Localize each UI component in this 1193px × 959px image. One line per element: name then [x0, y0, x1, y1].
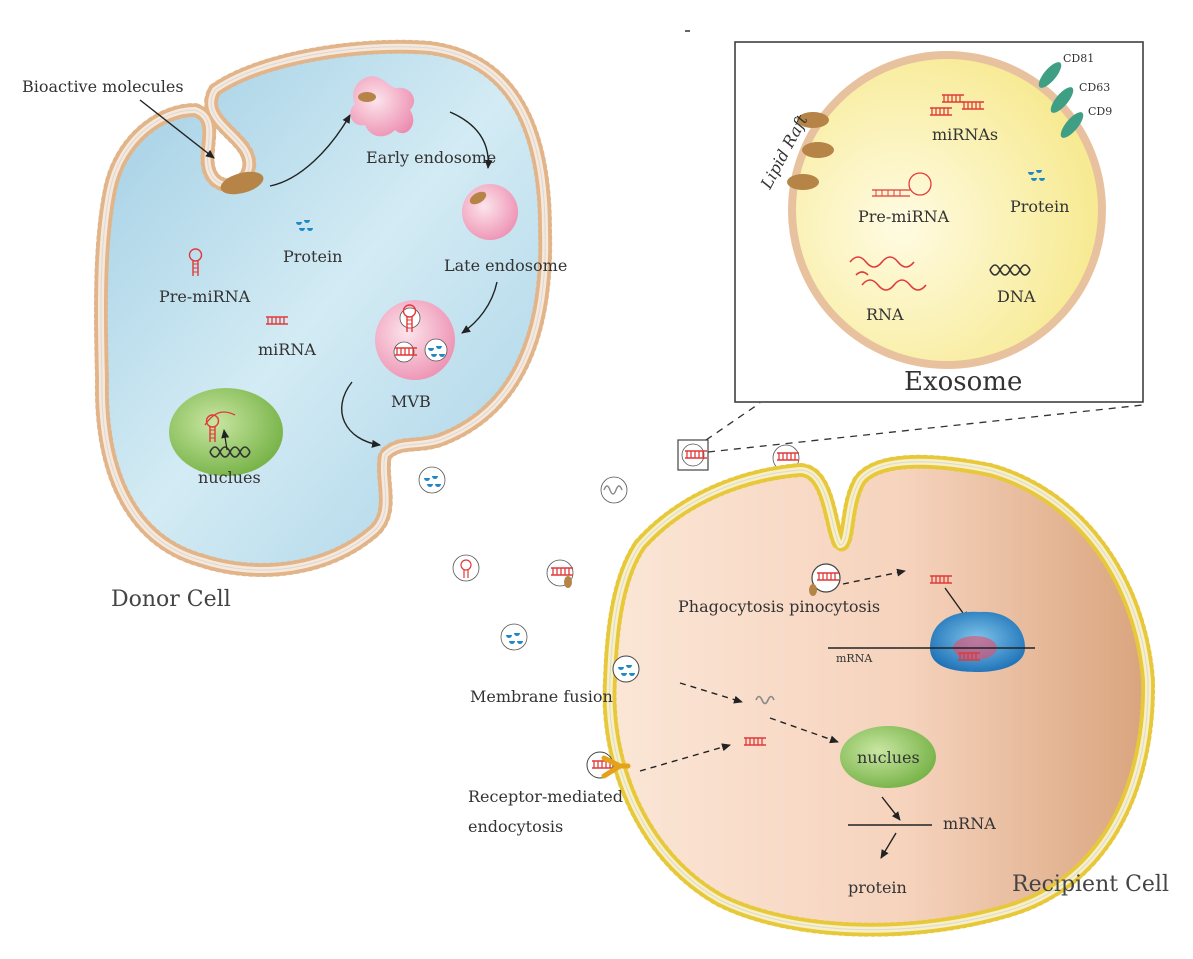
arrow-to-late-endosome [449, 111, 493, 169]
label-exo-protein: Protein [1010, 197, 1069, 216]
recipient-nucleus [840, 726, 936, 788]
donor-cell [93, 39, 553, 577]
title-recipient-cell: Recipient Cell [1012, 872, 1169, 897]
lipid-raft-icon [220, 171, 264, 195]
lipid-raft-icon [358, 92, 376, 102]
recipient-cell-membrane [602, 454, 1156, 937]
label-late-endosome: Late endosome [444, 256, 567, 275]
arrow-to-protein [880, 832, 897, 859]
arrow-to-membrane [341, 381, 381, 448]
arrow-to-mrna [881, 796, 901, 821]
lipid-raft-icon [787, 112, 834, 190]
zoom-leader-left [705, 402, 761, 441]
title-exosome: Exosome [904, 367, 1022, 397]
label-recipient-nucleus: nuclues [857, 748, 920, 767]
recipient-cell [602, 454, 1156, 937]
label-membrane-fusion: Membrane fusion [470, 687, 613, 706]
label-cd9: CD9 [1088, 105, 1112, 118]
label-mrna-top: mRNA [836, 652, 873, 665]
label-mvb: MVB [391, 392, 431, 411]
receptor-icon [601, 755, 631, 779]
label-donor-premirna: Pre-miRNA [159, 287, 251, 306]
vesicle-icon [612, 655, 640, 683]
exosome-body [788, 51, 1106, 369]
arrow-to-nucleus [769, 717, 839, 744]
label-exo-rna: RNA [866, 305, 904, 324]
arrow-bioactive [139, 99, 215, 159]
label-cd63: CD63 [1079, 81, 1110, 94]
tetraspanin-icons [1038, 62, 1084, 138]
rna-strand-icon [755, 695, 775, 705]
late-endosome [462, 184, 518, 240]
vesicle-icon [452, 554, 480, 582]
vesicle-icon [546, 559, 574, 588]
early-endosome [350, 76, 415, 137]
label-cd81: CD81 [1063, 52, 1094, 65]
label-phagocytosis: Phagocytosis pinocytosis [678, 597, 880, 616]
label-exo-premirna: Pre-miRNA [858, 207, 950, 226]
zoom-box [677, 439, 709, 471]
arrow-receptor [639, 743, 731, 772]
label-donor-protein: Protein [283, 247, 342, 266]
label-donor-nucleus: nuclues [198, 468, 261, 487]
label-bioactive-molecules: Bioactive molecules [22, 77, 184, 96]
label-early-endosome: Early endosome [366, 148, 496, 167]
label-exo-dna: DNA [997, 287, 1036, 306]
vesicle-icon [500, 623, 528, 651]
lipid-raft-icon [469, 191, 487, 205]
arrow-to-mvb [461, 281, 498, 334]
label-recipient-mrna: mRNA [943, 814, 996, 833]
mirna-hairpin-icon [872, 172, 932, 197]
vesicle-icon [600, 476, 628, 504]
arrow-to-early-endosome [269, 114, 351, 187]
donor-nucleus [169, 388, 283, 476]
vesicle-icon [811, 563, 841, 593]
label-donor-mirna: miRNA [258, 340, 316, 359]
rna-strand-icon [849, 256, 927, 291]
label-receptor-2: endocytosis [468, 817, 563, 836]
vesicle-icon [418, 466, 446, 494]
label-exo-mirnas: miRNAs [932, 125, 998, 144]
risc-complex [930, 611, 1025, 672]
mvb [375, 300, 455, 380]
donor-cell-membrane [93, 39, 553, 577]
zoom-leader-right [707, 404, 1144, 453]
label-recipient-protein: protein [848, 878, 907, 897]
title-donor-cell: Donor Cell [111, 587, 231, 612]
label-receptor-1: Receptor-mediated [468, 787, 623, 806]
